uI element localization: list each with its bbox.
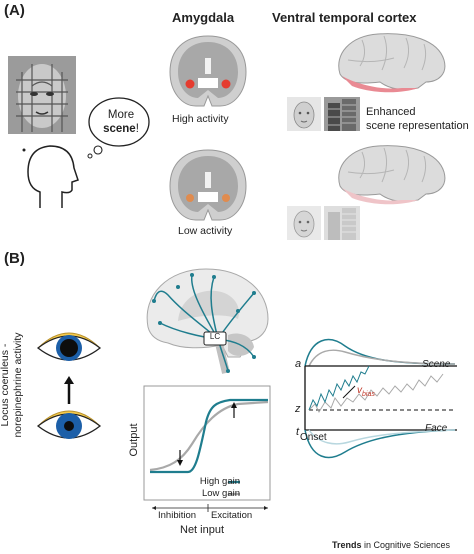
low-activity-caption: Low activity <box>178 225 233 237</box>
amygdala-left-low <box>186 194 194 202</box>
legend-high-gain: High gain <box>199 476 240 487</box>
amygdala-high-activity-brain <box>169 35 247 107</box>
ddm-label-z: z <box>295 403 301 415</box>
thought-line-scene: scene! <box>92 122 150 136</box>
face-thumbnail-low <box>287 206 321 240</box>
lc-label: LC <box>209 332 221 341</box>
credit-rest: in Cognitive Sciences <box>361 540 451 550</box>
high-gain-curve <box>150 398 268 474</box>
eye-constricted-icon <box>36 410 102 439</box>
ddm-onset: Onset <box>300 432 327 443</box>
scene-thumbnail-high <box>324 97 360 131</box>
scene-thumbnail-low <box>324 206 360 240</box>
inhibition-label: Inhibition <box>158 510 197 521</box>
amygdala-right-high <box>221 79 231 89</box>
lc-ne-activity-label: Locus coeruleus - norepinephrine activit… <box>0 332 24 438</box>
face-upper-curve <box>304 429 456 459</box>
gain-xlabel: Net input <box>180 524 225 536</box>
ddm-label-a: a <box>295 358 302 370</box>
thinking-head-icon <box>22 145 79 208</box>
high-activity-caption: High activity <box>172 113 229 125</box>
vtc-column-title: Ventral temporal cortex <box>272 10 417 25</box>
ddm-scene: Scene <box>422 359 451 370</box>
face-lower-curve <box>308 429 456 445</box>
amygdala-right-low <box>222 194 230 202</box>
lc-projection-brain <box>146 268 269 374</box>
panel-a-label: (A) <box>4 2 25 19</box>
ambiguous-face-scene-image <box>8 56 76 134</box>
legend-low-gain: Low gain <box>201 488 240 499</box>
gain-ylabel: Output <box>128 423 140 457</box>
teal-trajectory <box>308 365 370 411</box>
bias-subscript: bias <box>362 391 375 398</box>
arrow-up-icon <box>64 376 74 404</box>
eye-dilated-icon <box>36 332 102 361</box>
low-gain-curve <box>149 400 269 472</box>
enhanced-scene-caption: Enhanced scene representation <box>366 105 469 133</box>
credit-trends: Trends <box>332 540 362 550</box>
enhanced-caption-line2: scene representation <box>366 120 469 132</box>
amygdala-low-activity-brain <box>169 149 247 221</box>
thought-line-more: More <box>107 109 135 121</box>
vtc-brain-high <box>338 33 446 93</box>
drift-diffusion-plot <box>304 338 457 459</box>
thought-scene-word: scene <box>103 123 136 135</box>
amygdala-column-title: Amygdala <box>172 10 235 25</box>
excitation-label: Excitation <box>211 510 253 521</box>
enhanced-caption-line1: Enhanced <box>366 106 416 118</box>
thought-exclamation: ! <box>135 123 139 135</box>
panel-b-label: (B) <box>4 250 25 267</box>
vtc-brain-low <box>338 145 446 205</box>
ddm-bias-label: vbias <box>357 385 375 398</box>
gain-chart <box>143 385 271 512</box>
ddm-label-t: t <box>296 426 300 438</box>
amygdala-left-high <box>185 79 195 89</box>
ddm-face: Face <box>425 423 448 434</box>
journal-credit: Trends in Cognitive Sciences <box>332 540 450 550</box>
thought-text: More scene! <box>92 108 150 136</box>
face-thumbnail-high <box>287 97 321 131</box>
thought-bubble <box>87 97 150 159</box>
grey-trajectory <box>308 373 444 414</box>
